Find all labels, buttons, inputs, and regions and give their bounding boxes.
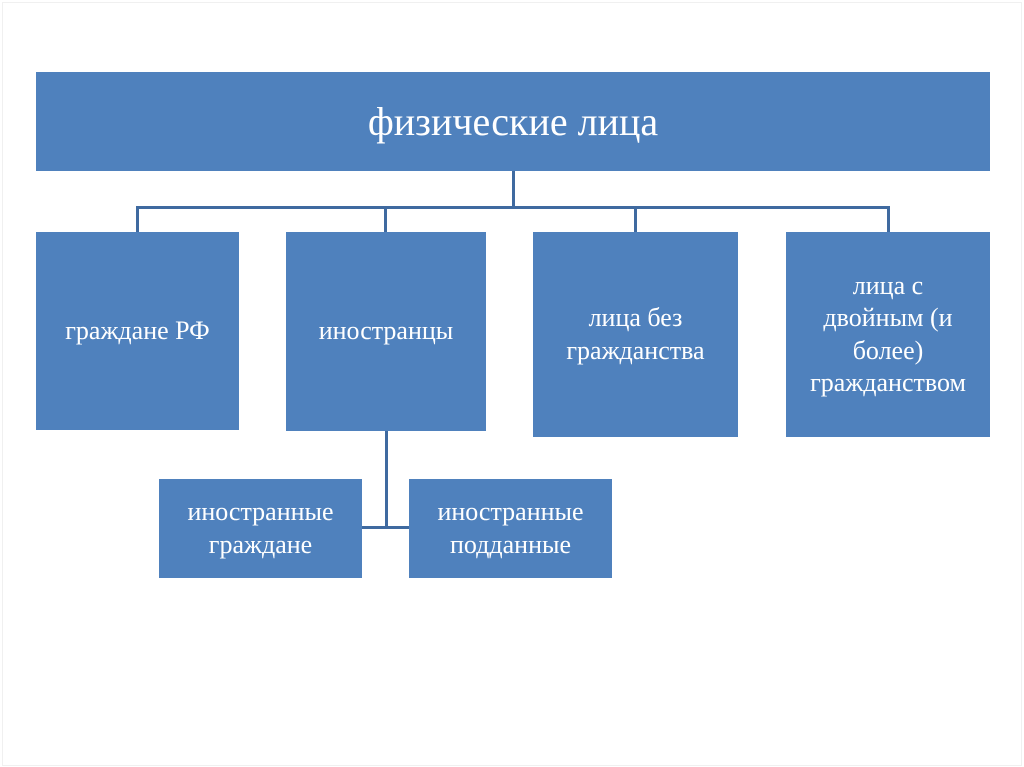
node-label: лица без гражданства (566, 303, 705, 365)
node-stateless: лица без гражданства (533, 232, 738, 437)
node-label: иностранные граждане (187, 497, 334, 559)
connector (512, 171, 515, 208)
root-node: физические лица (36, 72, 990, 171)
root-label: физические лица (367, 98, 659, 144)
node-label: иностранцы (318, 316, 454, 346)
node-foreigners: иностранцы (286, 232, 486, 431)
node-label: граждане РФ (65, 315, 210, 345)
connector (362, 526, 409, 529)
node-dual-citizenship: лица с двойным (и более) гражданством (786, 232, 990, 437)
connector (136, 206, 139, 232)
connector (384, 206, 387, 232)
node-foreign-citizens: иностранные граждане (159, 479, 362, 578)
node-foreign-subjects: иностранные подданные (409, 479, 612, 578)
connector (136, 206, 890, 209)
node-label: иностранные подданные (437, 497, 584, 559)
connector (385, 431, 388, 529)
node-label: лица с двойным (и более) гражданством (810, 270, 966, 398)
connector (634, 206, 637, 232)
connector (887, 206, 890, 232)
node-citizens-rf: граждане РФ (36, 232, 239, 430)
